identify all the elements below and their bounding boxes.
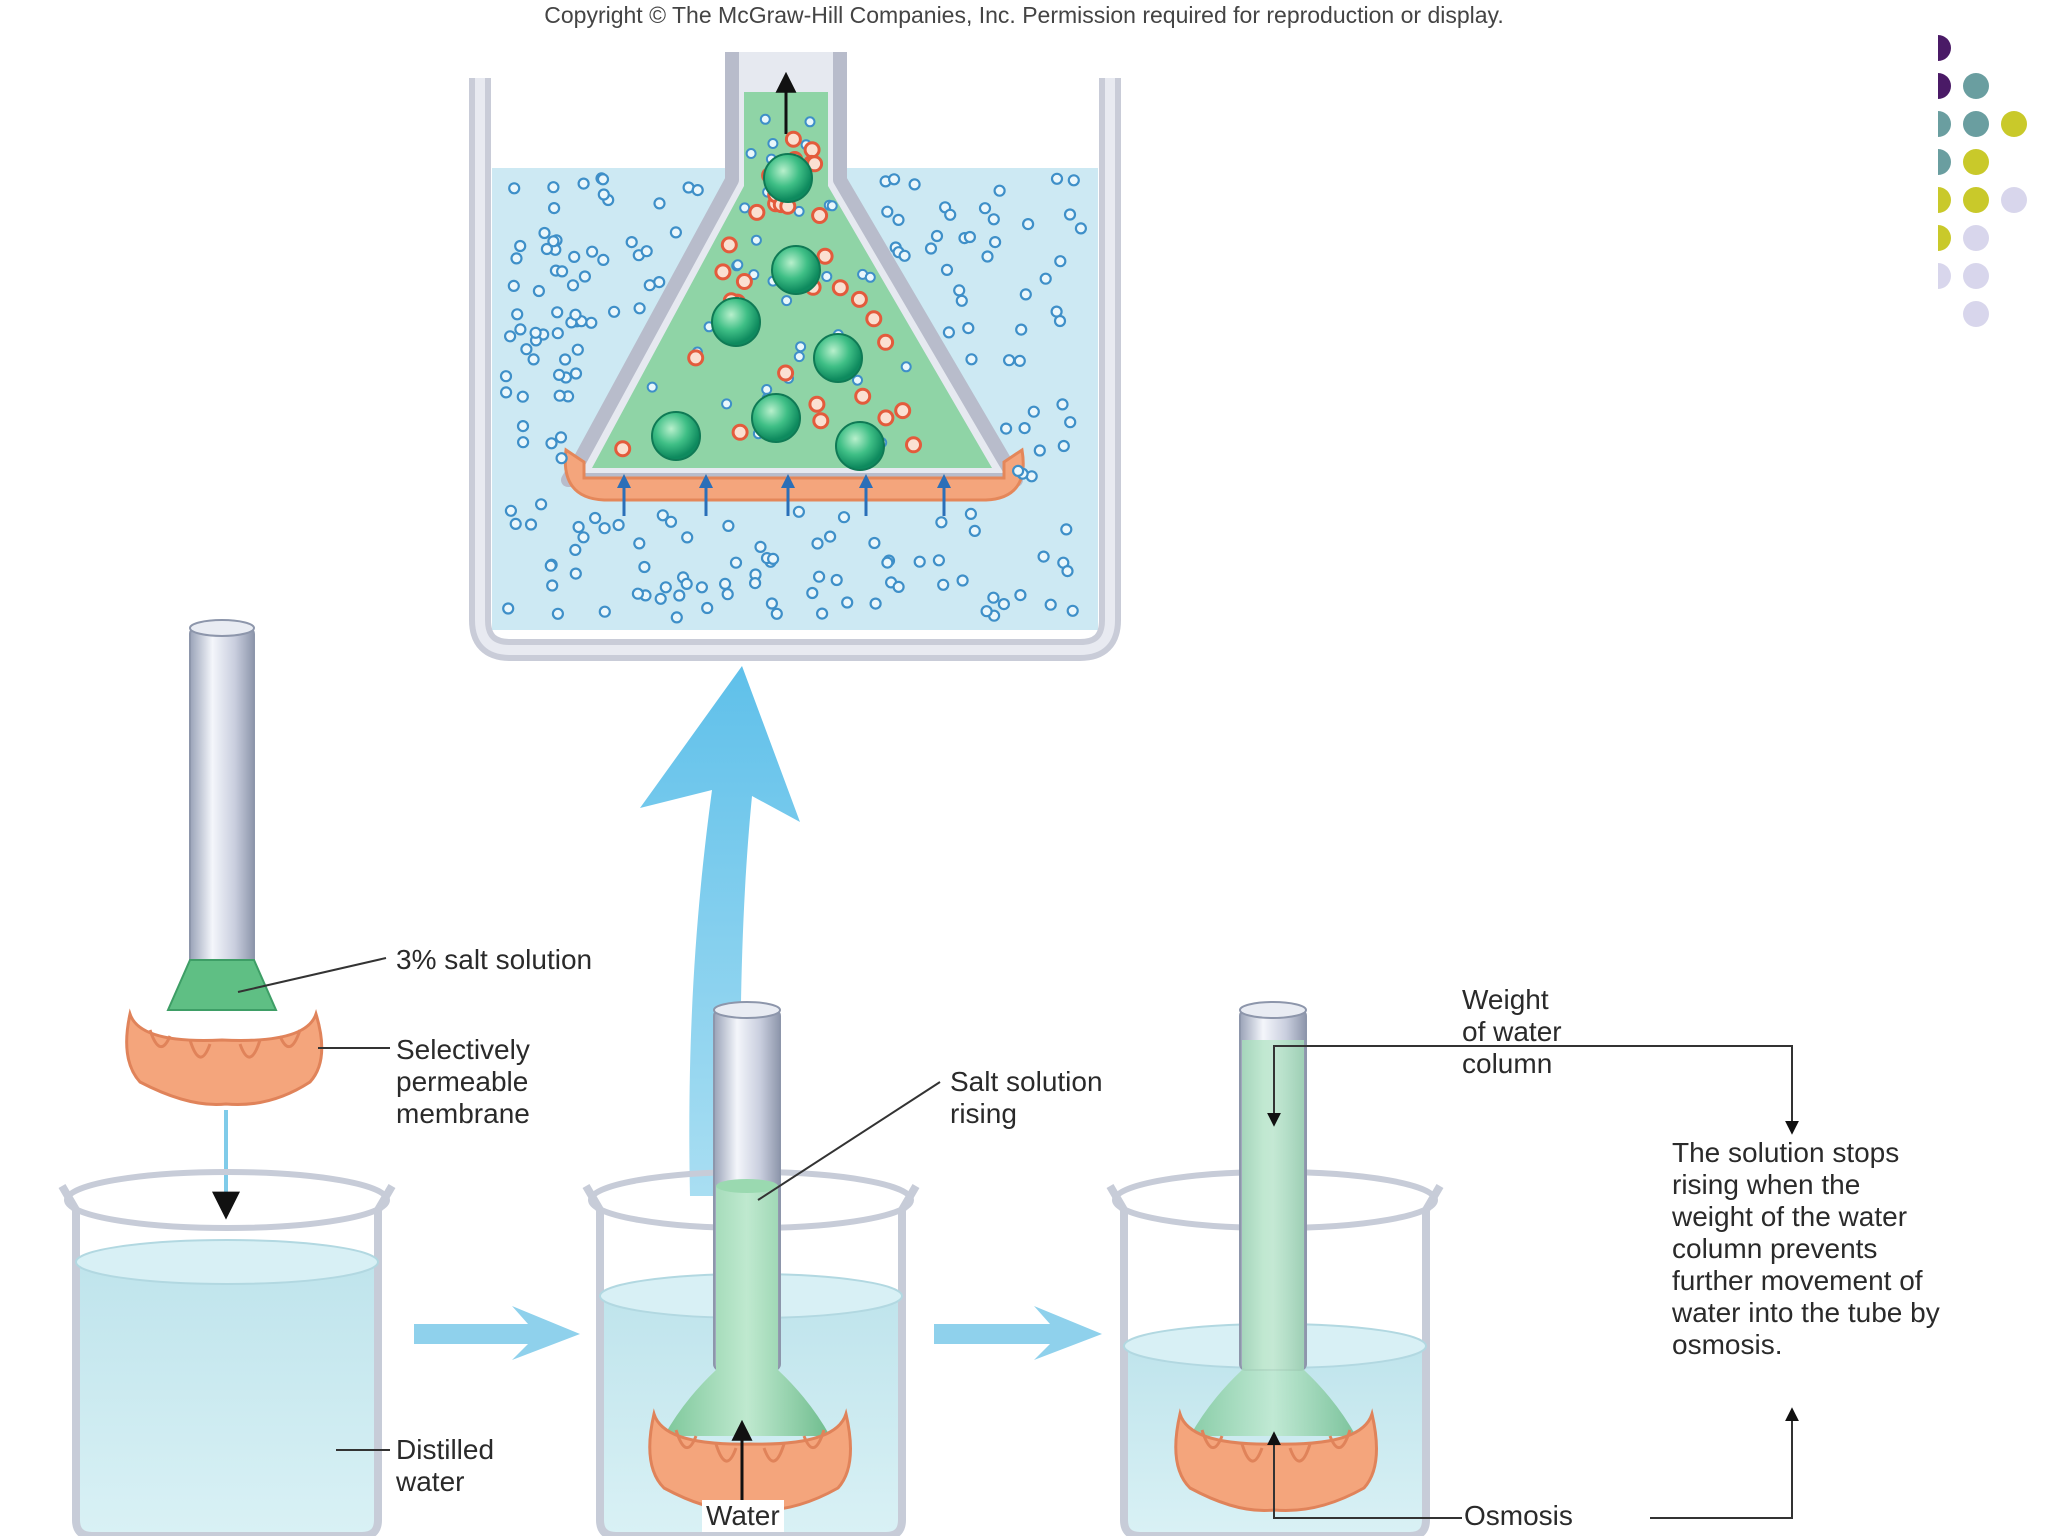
deco-dot <box>1938 111 1951 137</box>
step-arrow-2 <box>934 1306 1102 1360</box>
label-weight-line3: column <box>1462 1048 1553 1079</box>
deco-dot <box>2001 111 2027 137</box>
deco-dot <box>1938 149 1951 175</box>
copyright-notice: Copyright © The McGraw-Hill Companies, I… <box>544 2 1504 28</box>
deco-dot <box>1938 73 1951 99</box>
label-stops-rising: The solution stops rising when the weigh… <box>1672 1137 1940 1360</box>
solute-molecules <box>651 153 885 471</box>
zoom-flow-arrow <box>640 666 800 1196</box>
deco-dot <box>1963 73 1989 99</box>
label-salt-solution: 3% salt solution <box>396 944 593 975</box>
water-flow-arrows <box>617 474 951 516</box>
label-water: Water <box>702 1500 784 1532</box>
label-rising-line1: Salt solution <box>950 1066 1103 1097</box>
leader-lines <box>237 957 1799 1519</box>
label-weight-line1: Weight <box>1462 984 1549 1015</box>
label-weight-line2: of water <box>1462 1016 1562 1047</box>
label-osmosis: Osmosis <box>1464 1500 1573 1531</box>
deco-dot <box>1938 225 1951 251</box>
label-membrane-line3: membrane <box>396 1098 530 1129</box>
beaker-1 <box>58 1169 396 1536</box>
water-molecules <box>499 113 1088 624</box>
deco-dot <box>1938 187 1951 213</box>
deco-dot <box>1963 111 1989 137</box>
deco-dot <box>2001 187 2027 213</box>
zoom-container <box>469 52 1121 661</box>
step-arrow-1 <box>414 1306 580 1360</box>
label-rising-line2: rising <box>950 1098 1017 1129</box>
label-membrane-line1: Selectively <box>396 1034 530 1065</box>
deco-dot <box>1963 149 1989 175</box>
label-distilled-line1: Distilled <box>396 1434 495 1465</box>
deco-dot <box>1963 187 1989 213</box>
beaker-2 <box>582 1001 920 1536</box>
deco-dot <box>1963 301 1989 327</box>
label-distilled-line2: water <box>396 1466 465 1497</box>
deco-dot <box>1963 225 1989 251</box>
deco-dot <box>1963 263 1989 289</box>
deco-dot <box>1938 263 1951 289</box>
apparatus-1 <box>125 619 324 1220</box>
deco-dot <box>1938 35 1951 61</box>
label-membrane-line2: permeable <box>396 1066 529 1097</box>
decorative-dots <box>1938 35 2027 327</box>
